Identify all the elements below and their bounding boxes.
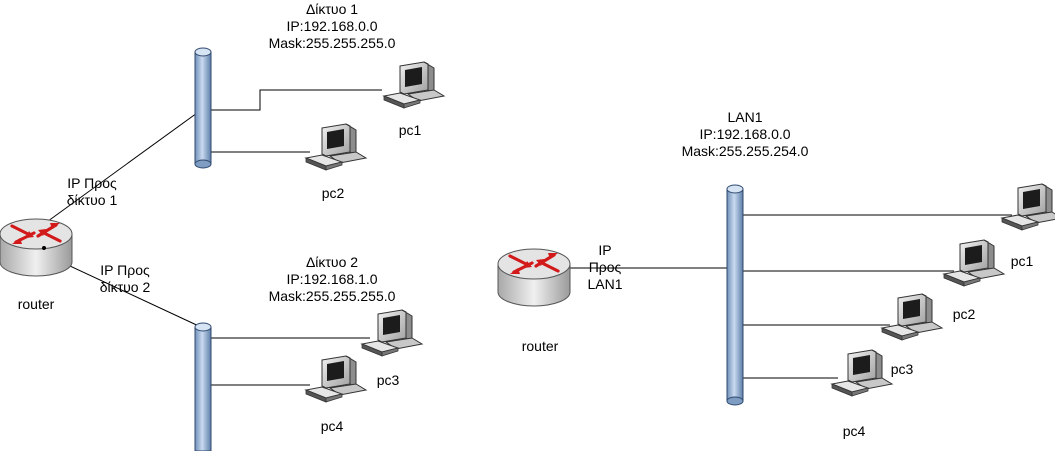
right-pc2-label: pc2 xyxy=(952,306,976,322)
right-pc4-label: pc4 xyxy=(842,423,866,439)
lan1-label: LAN1 IP:192.168.0.0 Mask:255.255.254.0 xyxy=(675,109,815,160)
right-router-icon xyxy=(496,247,572,308)
left-router-icon xyxy=(0,217,74,278)
lan1-title: LAN1 xyxy=(727,109,763,125)
left-pc1-icon xyxy=(383,61,445,109)
lan1-mask: Mask:255.255.254.0 xyxy=(681,143,809,159)
right-router-label: router xyxy=(521,338,559,354)
network-2-ip: IP:192.168.1.0 xyxy=(286,271,378,287)
network-2-title: Δίκτυο 2 xyxy=(305,254,359,270)
left-pc3-icon xyxy=(361,309,423,357)
bus-1-icon xyxy=(194,47,212,169)
router-interface-dot xyxy=(42,246,46,250)
left-pc4-label: pc4 xyxy=(320,418,344,434)
right-pc1-label: pc1 xyxy=(1010,253,1034,269)
network-2-mask: Mask:255.255.255.0 xyxy=(268,288,396,304)
network-1-title: Δίκτυο 1 xyxy=(305,1,359,17)
left-router-label: router xyxy=(17,296,55,312)
rif-line3: LAN1 xyxy=(587,276,623,292)
network-2-label: Δίκτυο 2 IP:192.168.1.0 Mask:255.255.255… xyxy=(262,254,402,305)
network-1-mask: Mask:255.255.255.0 xyxy=(268,35,396,51)
bus-2-icon xyxy=(194,322,212,451)
router-interface-2-label: IP Προς δίκτυο 2 xyxy=(85,262,165,296)
left-pc2-icon xyxy=(305,123,367,171)
network-1-ip: IP:192.168.0.0 xyxy=(286,18,378,34)
rif-line1: IP xyxy=(598,242,612,258)
right-pc1-icon xyxy=(1001,183,1055,231)
right-router-interface-label: IP Προς LAN1 xyxy=(580,242,630,293)
left-pc2-label: pc2 xyxy=(321,185,345,201)
right-pc3-icon xyxy=(881,293,943,341)
lan1-bus-icon xyxy=(726,184,744,406)
if1-line1: IP Προς xyxy=(67,175,117,191)
if2-line2: δίκτυο 2 xyxy=(99,279,151,295)
left-pc4-icon xyxy=(305,355,367,403)
right-pc3-label: pc3 xyxy=(890,361,914,377)
lan1-ip: IP:192.168.0.0 xyxy=(699,126,791,142)
link-bus1-pc1 xyxy=(211,89,382,111)
if1-line2: δίκτυο 1 xyxy=(66,192,118,208)
network-1-label: Δίκτυο 1 IP:192.168.0.0 Mask:255.255.255… xyxy=(262,1,402,52)
left-pc1-label: pc1 xyxy=(398,122,422,138)
right-pc2-icon xyxy=(943,239,1005,287)
router-interface-1-label: IP Προς δίκτυο 1 xyxy=(52,175,132,209)
rif-line2: Προς xyxy=(588,259,622,275)
link-router-bus1 xyxy=(32,112,198,233)
left-pc3-label: pc3 xyxy=(376,372,400,388)
right-links xyxy=(568,214,1012,379)
if2-line1: IP Προς xyxy=(100,262,150,278)
